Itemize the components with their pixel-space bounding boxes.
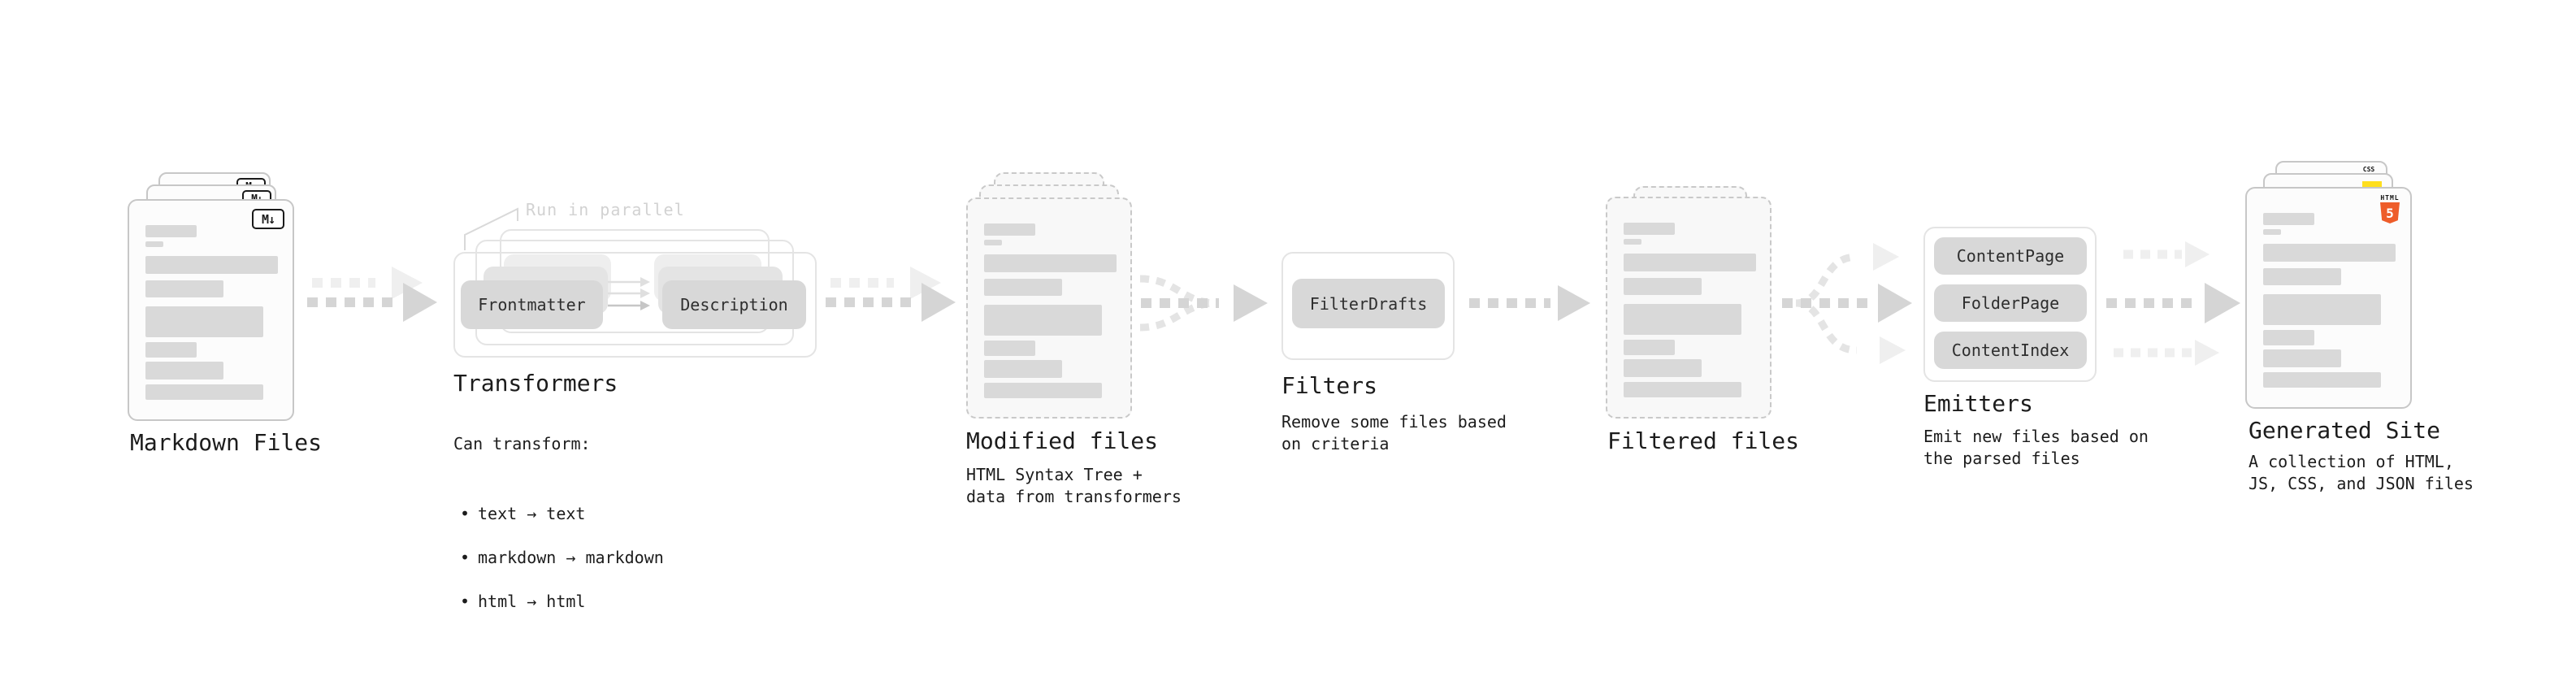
doc-placeholder-line [2263,213,2314,225]
modified-file-card-front [966,197,1132,419]
doc-content [129,201,293,400]
doc-placeholder-line [984,383,1102,398]
filters-title: Filters [1281,372,1378,399]
arrow-markdown-to-transformers [307,267,437,322]
transformers-description: Can transform: • text → text • markdown → … [453,411,664,657]
doc-placeholder-line [2263,349,2341,367]
arrow-modified-to-filters [1139,275,1268,332]
doc-placeholder-line [145,342,197,358]
doc-placeholder-line [984,305,1102,336]
doc-placeholder-line [984,223,1035,236]
arrow-transformers-to-modified [826,267,956,322]
html5-icon: HTML 5 [2379,194,2400,223]
transformers-bullet-list: • text → text • markdown → markdown • html … [453,481,664,635]
doc-placeholder-line [145,362,223,380]
filterdrafts-pill: FilterDrafts [1292,279,1445,328]
arrow-filters-to-filtered [1469,285,1590,321]
doc-placeholder-line [145,256,278,274]
bullet-marker: • [459,504,471,523]
doc-placeholder-line [145,306,263,337]
transformers-title: Transformers [453,370,618,397]
doc-placeholder-line [984,360,1062,378]
doc-placeholder-line [984,240,1002,245]
bullet-text: markdown → markdown [478,548,664,567]
bullet-item: • html → html [453,591,664,613]
filters-description: Remove some files based on criteria [1281,412,1507,453]
bullet-item: • markdown → markdown [453,547,664,569]
doc-placeholder-line [1624,254,1756,271]
description-pill: Description [662,280,806,329]
doc-placeholder-line [984,340,1035,356]
html-file-card: HTML 5 [2245,187,2412,409]
markdown-icon: M↓ [252,209,284,229]
emitters-title: Emitters [1923,390,2033,417]
doc-placeholder-line [1624,278,1702,295]
markdown-icon-label: M↓ [261,211,275,227]
doc-placeholder-line [1624,340,1675,355]
js-icon [2362,181,2382,189]
frontmatter-pill: Frontmatter [461,280,603,329]
modified-files-title: Modified files [966,427,1159,454]
generated-site-title: Generated Site [2249,417,2441,444]
transformers-desc-heading: Can transform: [453,434,591,453]
contentpage-pill: ContentPage [1934,237,2087,275]
arrow-filtered-to-emitters [1782,243,1912,364]
doc-content [2247,189,2410,388]
doc-placeholder-line [145,384,263,400]
folderpage-pill: FolderPage [1934,284,2087,322]
bullet-item: • text → text [453,503,664,525]
emitters-description: Emit new files based on the parsed files [1923,427,2149,468]
doc-placeholder-line [984,279,1062,296]
doc-placeholder-line [1624,239,1641,245]
doc-content [968,199,1130,398]
contentindex-pill: ContentIndex [1934,332,2087,369]
doc-placeholder-line [2263,294,2381,325]
doc-placeholder-line [984,254,1117,272]
filtered-files-title: Filtered files [1607,427,1800,454]
doc-placeholder-line [1624,359,1702,377]
run-in-parallel-callout-line [464,207,518,250]
doc-placeholder-line [2263,330,2314,345]
transformer-box-front [453,252,817,358]
doc-placeholder-line [1624,223,1675,235]
markdown-files-title: Markdown Files [130,429,323,456]
bullet-text: html → html [478,592,586,611]
css-icon-label: CSS [2362,166,2375,173]
doc-placeholder-line [145,225,197,237]
arrow-emitters-to-generated [2106,241,2240,366]
doc-placeholder-line [2263,229,2281,235]
bullet-marker: • [459,548,471,567]
doc-placeholder-line [2263,372,2381,388]
doc-placeholder-line [145,241,163,247]
run-in-parallel-note: Run in parallel [526,200,685,219]
bullet-text: text → text [478,504,586,523]
doc-placeholder-line [2263,244,2396,262]
modified-files-description: HTML Syntax Tree + data from transformer… [966,465,1182,506]
doc-placeholder-line [145,280,223,297]
doc-content [1607,198,1770,397]
filtered-file-card-front [1606,197,1772,419]
bullet-marker: • [459,592,471,611]
doc-placeholder-line [1624,382,1741,397]
markdown-file-card-front: M↓ [128,199,294,421]
html5-icon-shield: 5 [2380,202,2400,223]
html5-icon-label: HTML [2380,194,2400,202]
transform-arrows [608,277,650,310]
doc-placeholder-line [1624,304,1741,335]
generated-site-description: A collection of HTML, JS, CSS, and JSON … [2249,452,2474,493]
doc-placeholder-line [2263,268,2341,285]
